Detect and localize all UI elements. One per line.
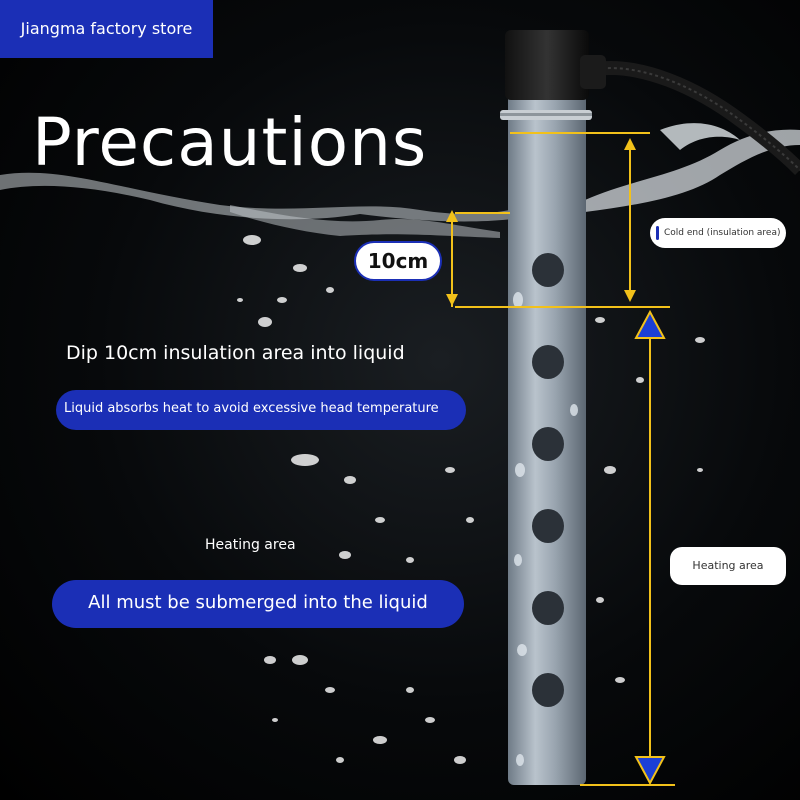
power-cable	[588, 61, 800, 175]
dimension-arrow-icon	[446, 138, 636, 306]
heating-area-label-left: Heating area	[205, 537, 296, 553]
dip-instruction: Dip 10cm insulation area into liquid	[66, 342, 405, 364]
dimension-guides	[451, 132, 675, 786]
store-name-badge: Jiangma factory store	[0, 0, 213, 58]
insulation-depth-label: 10cm	[354, 241, 442, 281]
submerge-instruction: All must be submerged into the liquid	[52, 580, 464, 628]
page-title: Precautions	[32, 104, 428, 181]
bubbles	[237, 235, 705, 764]
heating-range-arrows	[634, 309, 666, 786]
absorb-heat-note: Liquid absorbs heat to avoid excessive h…	[56, 390, 466, 430]
water-splash	[0, 123, 800, 238]
heater-tube-image	[500, 30, 606, 785]
heating-area-label-right: Heating area	[670, 547, 786, 585]
cold-end-label: Cold end (insulation area)	[650, 218, 786, 248]
